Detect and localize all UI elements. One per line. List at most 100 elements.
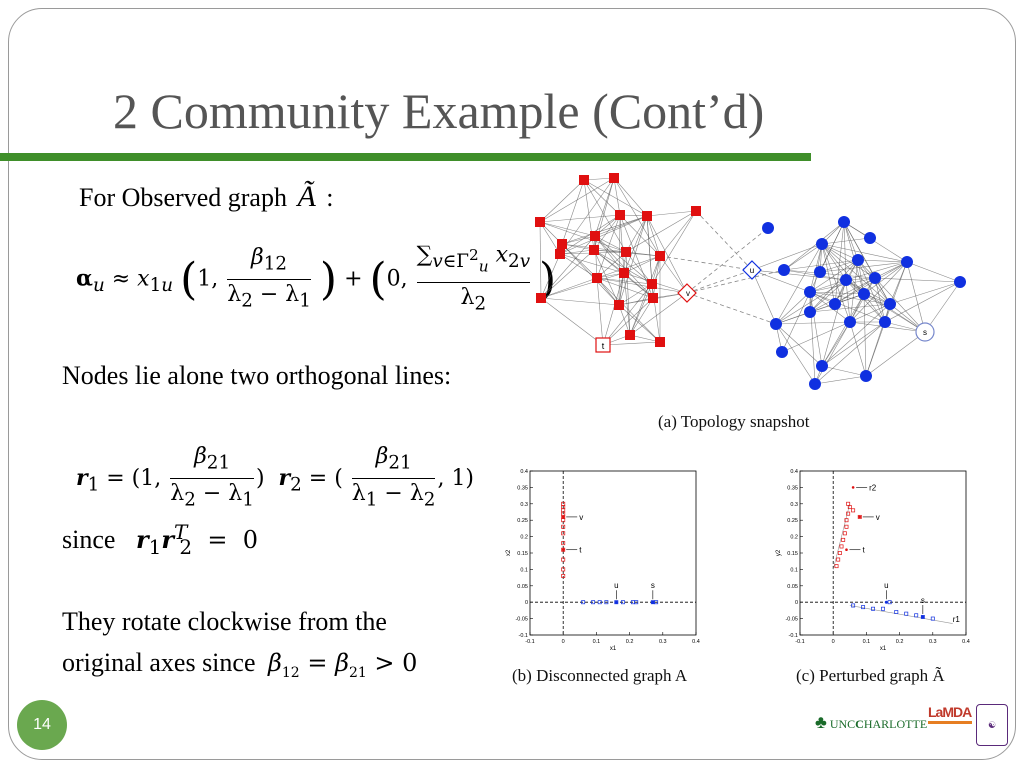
network-edge [561, 235, 596, 245]
y-tick-label: 0.2 [520, 535, 528, 541]
network-edge [819, 261, 908, 273]
slide-frame [8, 8, 1016, 760]
network-edge [863, 293, 926, 333]
network-edge [884, 281, 961, 323]
x-tick-label: 0.1 [863, 639, 871, 645]
red-community-node [590, 231, 600, 241]
rotate-line1: They rotate clockwise from the [62, 607, 387, 636]
blue-community-node [840, 274, 852, 286]
network-edge [594, 235, 653, 285]
network-edge [540, 297, 620, 306]
data-point [842, 531, 847, 536]
network-edge [781, 291, 811, 353]
network-edge [539, 221, 596, 237]
data-point [914, 613, 919, 618]
data-point [851, 508, 856, 513]
y-tick-label: 0.4 [790, 469, 798, 475]
network-edge [906, 261, 926, 333]
network-edge [540, 249, 595, 299]
network-edge [843, 221, 847, 281]
y-tick-label: -0.1 [789, 633, 798, 639]
network-edge [783, 221, 845, 271]
annotation-label: v [876, 513, 880, 522]
network-edge [906, 261, 961, 283]
network-edge [559, 253, 598, 279]
network-edge [561, 243, 595, 251]
node-u [742, 260, 762, 280]
data-point [597, 600, 602, 605]
annotation-label: t [862, 546, 865, 555]
network-edge [809, 259, 859, 293]
since-text: since [62, 525, 116, 554]
annotation-point [651, 600, 655, 604]
data-point [857, 514, 862, 519]
network-edge [809, 259, 859, 313]
blue-community-node [860, 370, 872, 382]
network-edge [821, 243, 847, 281]
network-edge [561, 179, 585, 245]
y-axis-label: y2 [776, 549, 782, 556]
y-tick-label: 0.1 [790, 567, 798, 573]
network-edge [874, 277, 961, 283]
node-s-label: s [923, 328, 927, 337]
bridge-edge [686, 227, 769, 294]
network-edge [594, 177, 615, 237]
observed-prefix: For Observed graph [79, 183, 287, 212]
y-tick-label: 0.15 [787, 551, 798, 557]
network-edge [874, 277, 926, 333]
trend-line [832, 503, 851, 570]
x-tick-label: 0 [832, 639, 835, 645]
network-edge [775, 311, 811, 325]
network-edge [618, 214, 621, 306]
annotation-label: r2 [869, 483, 877, 492]
blue-community-node [816, 360, 828, 372]
network-edge [583, 179, 648, 217]
network-edge [821, 237, 871, 245]
network-edge [845, 279, 886, 323]
red-community-node [589, 245, 599, 255]
red-community-node [535, 217, 545, 227]
network-edge [539, 177, 615, 223]
y-tick-label: 0.05 [517, 584, 528, 590]
network-edge [809, 291, 823, 367]
network-edge [583, 179, 621, 216]
blue-community-node [879, 316, 891, 328]
data-point [561, 541, 566, 546]
network-edge [613, 177, 621, 216]
observed-suffix: : [326, 183, 334, 212]
network-edge [809, 277, 876, 293]
network-edge [652, 255, 661, 299]
network-edge [596, 277, 661, 343]
network-edge [540, 253, 561, 299]
network-edge [618, 304, 661, 343]
red-community-node [557, 239, 567, 249]
network-edge [809, 243, 823, 313]
network-edge [540, 297, 604, 346]
network-edge [783, 243, 823, 271]
blue-community-node [816, 238, 828, 250]
data-point [861, 605, 866, 610]
x-tick-label: -0.1 [525, 639, 534, 645]
network-edge [559, 253, 625, 274]
network-edge [593, 214, 621, 251]
y-tick-label: -0.05 [515, 617, 528, 623]
annotation-point [858, 515, 862, 519]
network-edge [849, 303, 891, 323]
annotation-label: t [579, 546, 582, 555]
blue-community-node [884, 298, 896, 310]
y-tick-label: 0.3 [520, 502, 528, 508]
blue-community-node [762, 222, 774, 234]
red-community-node [579, 175, 589, 185]
network-edge [775, 323, 823, 367]
network-edge [561, 215, 648, 245]
network-edge [845, 261, 908, 281]
blue-community-node [844, 316, 856, 328]
network-edge [651, 283, 661, 343]
network-edge [751, 269, 847, 281]
red-community-node [555, 249, 565, 259]
blue-community-node [804, 306, 816, 318]
blue-community-node [838, 216, 850, 228]
network-edges [539, 177, 961, 385]
network-edge [809, 291, 865, 295]
